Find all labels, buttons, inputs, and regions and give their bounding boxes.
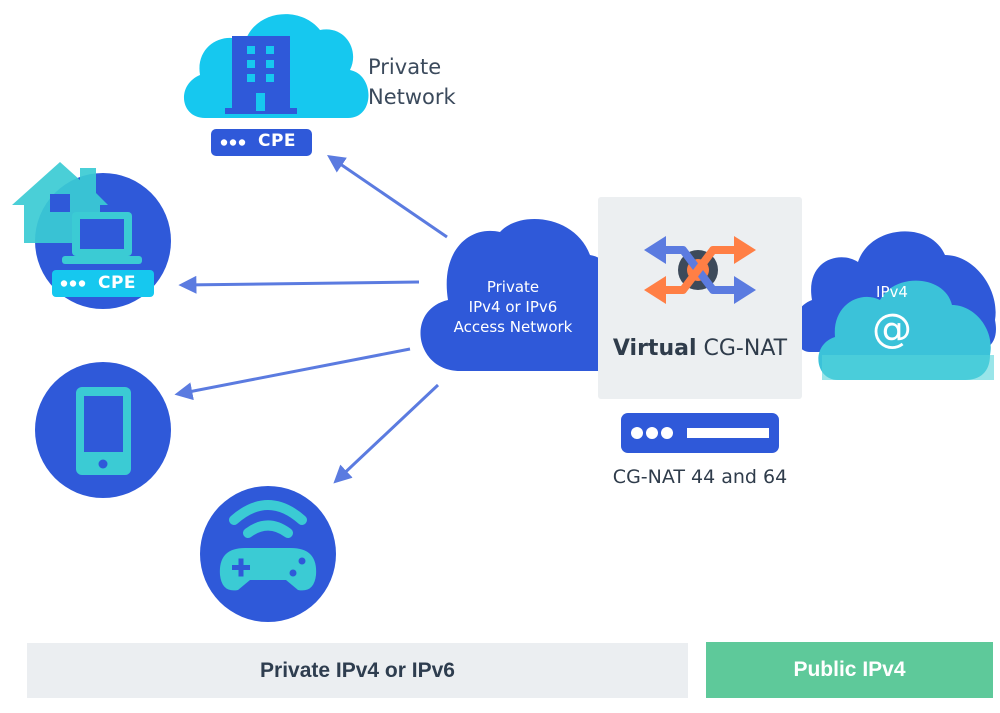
arrow-to-smartphone xyxy=(174,347,411,401)
connection-arrows xyxy=(174,154,448,484)
arrow-to-game-console xyxy=(333,383,440,484)
access-network-line2: IPv4 or IPv6 xyxy=(468,298,558,316)
virtual-cgnat-title-bold: Virtual xyxy=(612,336,697,361)
gamepad-wifi-icon xyxy=(219,500,317,591)
virtual-cgnat-panel xyxy=(598,197,802,399)
private-bar-label: Private IPv4 or IPv6 xyxy=(260,658,455,682)
arrow-to-private-network xyxy=(327,154,448,239)
access-network-cloud xyxy=(420,219,612,371)
office-building-icon xyxy=(225,36,297,114)
arrow-to-home xyxy=(178,275,420,294)
private-network-label-line1: Private xyxy=(368,55,442,79)
public-bar-label: Public IPv4 xyxy=(793,658,906,681)
virtual-cgnat-title-rest: CG-NAT xyxy=(696,336,788,361)
cpe-label-private-network: CPE xyxy=(258,131,297,151)
access-network-line3: Access Network xyxy=(453,318,573,336)
internet-cloud xyxy=(793,231,996,380)
cgnat-subtitle: CG-NAT 44 and 64 xyxy=(612,466,788,488)
virtual-cgnat-title: Virtual CG-NAT xyxy=(598,336,802,361)
smartphone-icon xyxy=(76,387,131,475)
cpe-label-home: CPE xyxy=(98,273,137,293)
home-laptop-icon xyxy=(12,162,154,297)
internet-ipv4-label: IPv4 xyxy=(876,283,908,301)
private-ipv4-ipv6-bar: Private IPv4 or IPv6 xyxy=(27,643,688,698)
private-network-label-line2: Network xyxy=(368,85,456,109)
public-ipv4-bar: Public IPv4 xyxy=(706,642,993,698)
cpe-badge-private-network xyxy=(211,129,312,156)
access-network-label: Private IPv4 or IPv6 Access Network xyxy=(438,277,588,337)
at-sign-icon: @ xyxy=(872,306,912,352)
access-network-line1: Private xyxy=(486,278,540,296)
private-network-label: Private Network xyxy=(368,52,456,112)
